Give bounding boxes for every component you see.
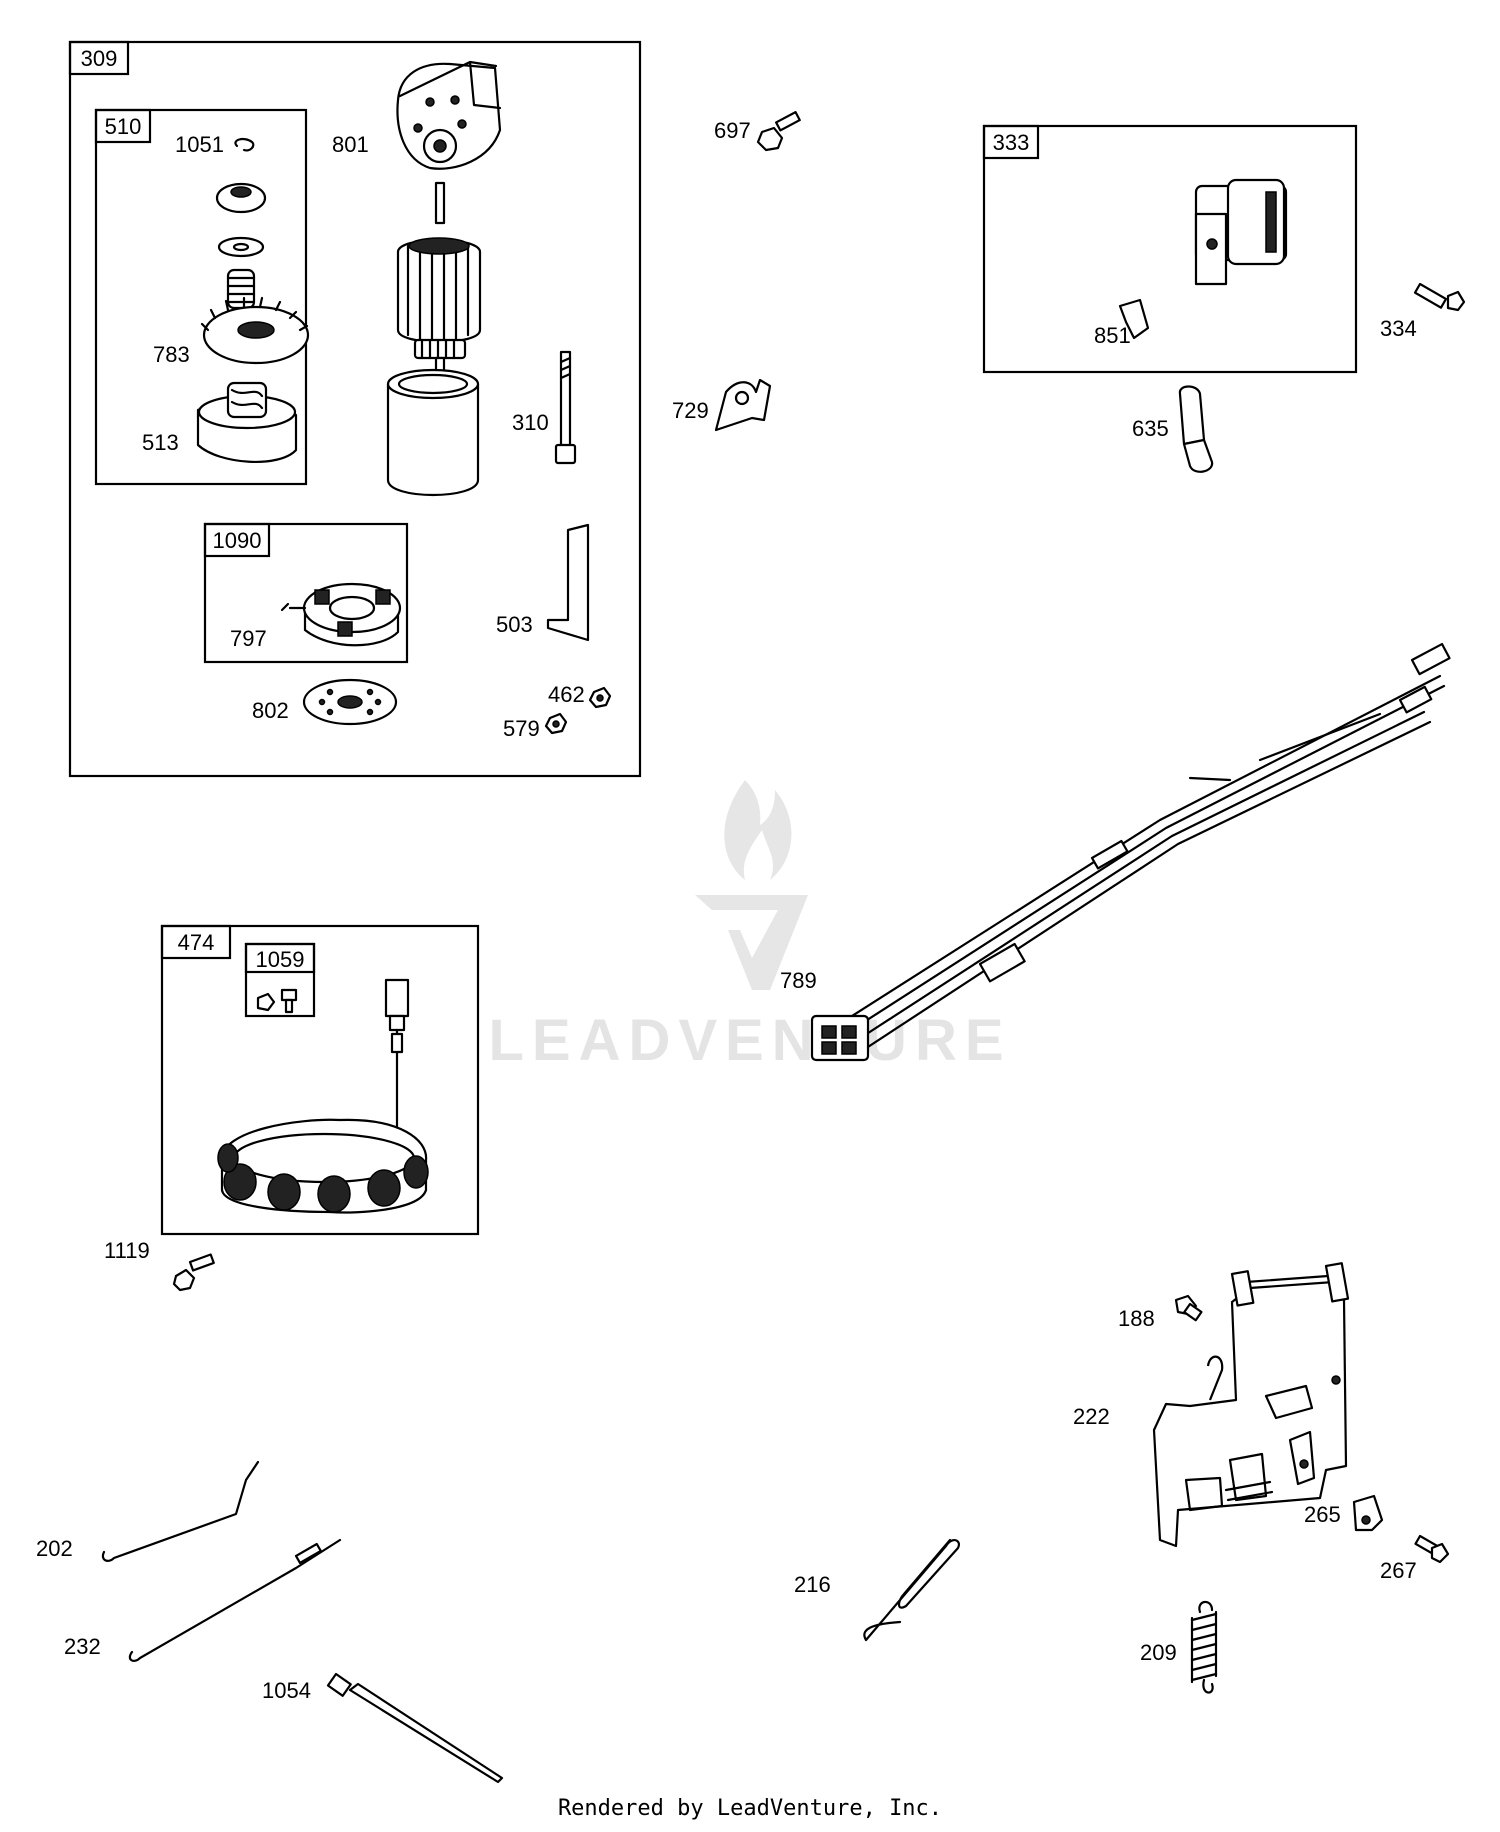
callout-216: 216 bbox=[794, 1572, 831, 1597]
screw-267 bbox=[1414, 1534, 1450, 1564]
callout-783: 783 bbox=[153, 342, 190, 367]
group-510-tag bbox=[94, 108, 152, 144]
link-216 bbox=[863, 1538, 960, 1642]
rod-202 bbox=[101, 1460, 260, 1562]
spring-209 bbox=[1190, 1600, 1218, 1694]
callout-789: 789 bbox=[780, 968, 817, 993]
group-1090-tag bbox=[203, 522, 271, 558]
callout-209: 209 bbox=[1140, 1640, 1177, 1665]
boot-635 bbox=[1178, 385, 1214, 473]
callout-801: 801 bbox=[332, 132, 369, 157]
group-474-frame bbox=[160, 924, 480, 1236]
group-333-frame bbox=[982, 124, 1358, 374]
clip-265 bbox=[1352, 1494, 1384, 1532]
control-bracket-222 bbox=[1152, 1262, 1350, 1548]
brush-holder bbox=[280, 582, 402, 647]
hardware-1059 bbox=[256, 988, 298, 1014]
group-510-frame bbox=[94, 108, 308, 486]
stator bbox=[217, 978, 429, 1214]
callout-729: 729 bbox=[672, 398, 709, 423]
callout-222: 222 bbox=[1073, 1404, 1110, 1429]
group-1090-label: 1090 bbox=[213, 528, 262, 553]
callout-1054: 1054 bbox=[262, 1678, 311, 1703]
watermark-text: LEADVENTURE bbox=[488, 1008, 1011, 1073]
callout-1051: 1051 bbox=[175, 132, 224, 157]
strip-503 bbox=[546, 523, 590, 642]
callout-462: 462 bbox=[548, 682, 585, 707]
group-309-label: 309 bbox=[81, 46, 118, 71]
wire-harness-789 bbox=[810, 642, 1451, 1062]
group-309-tag bbox=[68, 40, 130, 76]
clip-1051 bbox=[234, 137, 255, 152]
watermark-v-icon bbox=[695, 895, 808, 990]
watermark: LEADVENTURE bbox=[488, 780, 1011, 1073]
group-1059-label: 1059 bbox=[256, 947, 305, 972]
callout-579: 579 bbox=[503, 716, 540, 741]
group-474-tag bbox=[160, 924, 232, 960]
group-333-label: 333 bbox=[993, 130, 1030, 155]
linkage-232 bbox=[128, 1538, 342, 1662]
terminal-851 bbox=[1118, 298, 1150, 340]
ignition-coil bbox=[1086, 148, 1288, 287]
through-bolt-310 bbox=[554, 350, 577, 465]
callout-202: 202 bbox=[36, 1536, 73, 1561]
callout-851: 851 bbox=[1094, 323, 1131, 348]
callout-802: 802 bbox=[252, 698, 289, 723]
motor-housing bbox=[386, 368, 480, 497]
screw-334 bbox=[1413, 282, 1466, 312]
end-plate-801 bbox=[396, 60, 502, 170]
callout-503: 503 bbox=[496, 612, 533, 637]
bolt-1119 bbox=[172, 1253, 215, 1292]
group-333-tag bbox=[982, 124, 1040, 160]
group-309-frame bbox=[68, 40, 642, 778]
pinion-assembly bbox=[196, 182, 310, 464]
footer-credit: Rendered by LeadVenture, Inc. bbox=[557, 1796, 943, 1821]
callout-265: 265 bbox=[1304, 1502, 1341, 1527]
cable-tie-1054 bbox=[326, 1672, 504, 1784]
group-510-label: 510 bbox=[105, 114, 142, 139]
callout-267: 267 bbox=[1380, 1558, 1417, 1583]
group-1059-tag bbox=[244, 942, 316, 974]
callout-1119: 1119 bbox=[104, 1238, 150, 1263]
group-1090-frame bbox=[203, 522, 409, 664]
callout-188: 188 bbox=[1118, 1306, 1155, 1331]
callout-334: 334 bbox=[1380, 316, 1417, 341]
watermark-flame-icon bbox=[724, 780, 792, 880]
screw-188 bbox=[1174, 1294, 1203, 1322]
bolt-697 bbox=[756, 111, 801, 152]
callout-797: 797 bbox=[230, 626, 267, 651]
group-474-label: 474 bbox=[178, 930, 215, 955]
callout-635: 635 bbox=[1132, 416, 1169, 441]
callout-697: 697 bbox=[714, 118, 751, 143]
disc-802 bbox=[302, 678, 398, 726]
armature bbox=[396, 181, 482, 374]
callout-513: 513 bbox=[142, 430, 179, 455]
callout-232: 232 bbox=[64, 1634, 101, 1659]
callout-310: 310 bbox=[512, 410, 549, 435]
